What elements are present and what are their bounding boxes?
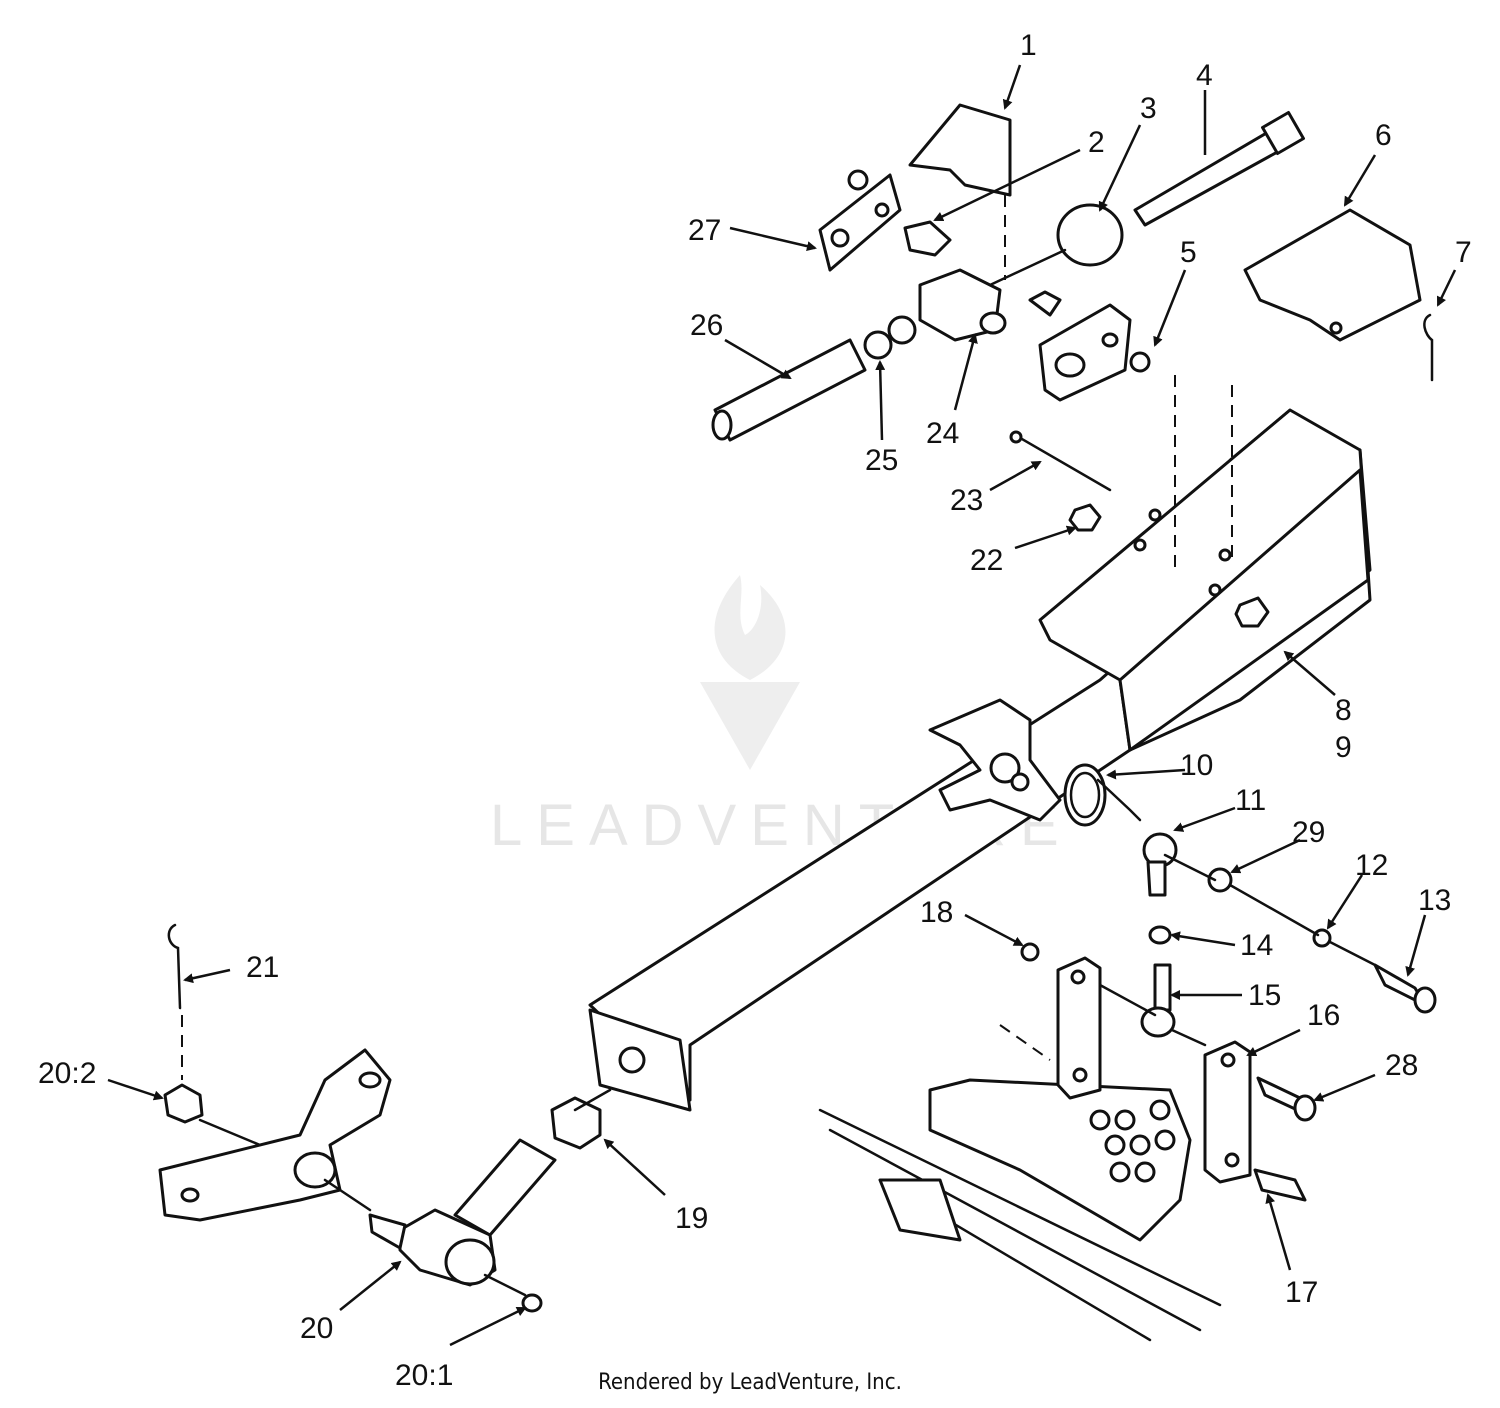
callout-16: 16 <box>1307 999 1340 1032</box>
part-4-bolt <box>1133 126 1292 227</box>
callouts: 1 2 3 4 5 6 7 8 9 10 11 29 12 13 14 15 1… <box>38 29 1472 1392</box>
part-15-rod-end <box>1153 963 1172 1012</box>
callout-2: 2 <box>1088 126 1105 159</box>
callout-14: 14 <box>1240 929 1273 962</box>
callout-1: 1 <box>1020 29 1037 62</box>
callout-10: 10 <box>1180 749 1213 782</box>
callout-24: 24 <box>926 417 959 450</box>
part-2-bolt <box>903 220 952 257</box>
callout-8: 8 <box>1335 694 1352 727</box>
callout-7: 7 <box>1455 236 1472 269</box>
footer-credit: Rendered by LeadVenture, Inc. <box>598 1370 902 1395</box>
leader-lines <box>107 64 1457 1347</box>
part-16-link <box>1203 1040 1252 1184</box>
callout-13: 13 <box>1418 884 1451 917</box>
link-left <box>1056 956 1102 1100</box>
callout-17: 17 <box>1285 1276 1318 1309</box>
part-21-cotter-pin <box>167 923 182 1010</box>
part-20-2-castle-nut <box>163 1083 204 1124</box>
callout-9: 9 <box>1335 731 1352 764</box>
callout-20-1: 20:1 <box>395 1359 453 1392</box>
part-27-nut <box>847 169 869 191</box>
part-26-hex-shaft <box>713 338 867 442</box>
part-29-washer <box>1207 867 1233 893</box>
part-25-washer <box>863 330 893 360</box>
callout-19: 19 <box>675 1202 708 1235</box>
callout-6: 6 <box>1375 119 1392 152</box>
callout-27: 27 <box>688 214 721 247</box>
callout-5: 5 <box>1180 236 1197 269</box>
callout-20-2: 20:2 <box>38 1057 96 1090</box>
callout-29: 29 <box>1292 816 1325 849</box>
flame-v-logo-icon <box>700 575 800 770</box>
callout-28: 28 <box>1385 1049 1418 1082</box>
callout-11: 11 <box>1235 784 1266 817</box>
part-18-nut <box>1020 942 1040 962</box>
part-7-clip <box>1423 313 1434 382</box>
part-1-clip <box>908 103 1012 197</box>
part-20-1-grease-fitting <box>521 1293 543 1313</box>
callout-22: 22 <box>970 544 1003 577</box>
drawbar-frame <box>588 408 1372 1112</box>
callout-20: 20 <box>300 1312 333 1345</box>
callout-12: 12 <box>1355 849 1388 882</box>
part-5-plate <box>1038 303 1132 402</box>
part-23-pin <box>1013 433 1112 492</box>
callout-15: 15 <box>1248 979 1281 1012</box>
part-6-cover <box>1243 208 1422 342</box>
callout-25: 25 <box>865 444 898 477</box>
callout-26: 26 <box>690 309 723 342</box>
callout-4: 4 <box>1196 59 1213 92</box>
callout-18: 18 <box>920 896 953 929</box>
part-25-washer-b <box>887 315 917 345</box>
callout-21: 21 <box>246 951 279 984</box>
callout-3: 3 <box>1140 92 1157 125</box>
part-3-bushing <box>1056 203 1124 267</box>
part-22-nut <box>1068 503 1102 532</box>
part-14-nut <box>1148 925 1172 945</box>
part-19-jam-nut <box>550 1096 602 1150</box>
mounting-frame <box>818 1078 1222 1342</box>
callout-23: 23 <box>950 484 983 517</box>
part-17-pin <box>1253 1168 1307 1202</box>
part-12-clip <box>1312 928 1332 948</box>
